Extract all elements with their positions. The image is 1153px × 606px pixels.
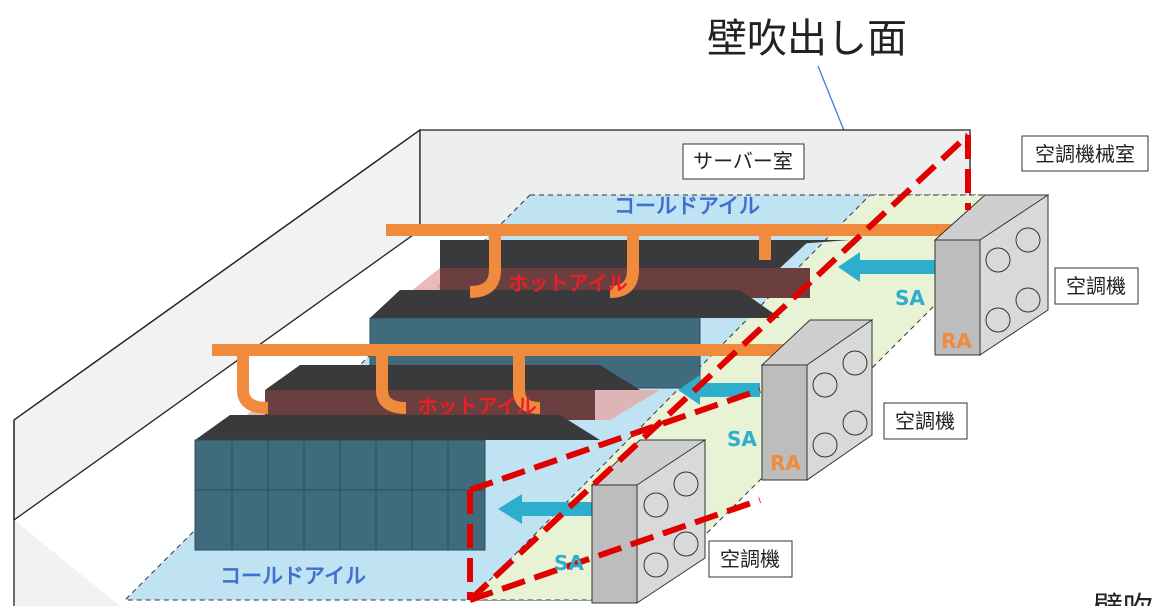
wall-outlet-plane [467,132,971,603]
server-room-label-box [682,143,805,180]
unit-3-supply-label: SA [554,551,584,575]
cold-aisle-label-bottom: コールドアイル [220,564,366,588]
clipped-heading: 壁吹 [1093,591,1153,606]
rack-row-1 [440,240,850,298]
ac-unit-1-label-box [1054,267,1139,305]
unit-1-return-label: RA [941,329,972,353]
supply-arrow-1 [838,252,935,282]
ac-unit-2 [760,319,874,481]
rack-row-4 [194,415,600,551]
cold-aisle-label-top: コールドアイル [614,194,760,218]
ac-unit-1-label: 空調機 [1066,274,1126,298]
server-room-side-wall-lower [14,420,120,606]
ac-unit-3-label-box [708,540,793,578]
ac-room-label-box [1021,135,1149,172]
unit-2-return-label: RA [770,451,801,475]
unit-2-supply-label: SA [727,427,757,451]
server-room-label: サーバー室 [693,149,793,173]
ac-room-label: 空調機械室 [1035,142,1135,166]
ac-unit-3 [590,439,707,604]
unit-1-supply-label: SA [895,286,925,310]
hot-aisle-label-2: ホットアイル [418,394,537,418]
ac-unit-2-label-box [883,402,968,440]
hot-aisle-label-1: ホットアイル [509,271,628,295]
ac-unit-1 [933,194,1050,356]
ac-unit-3-label: 空調機 [720,547,780,571]
ac-unit-2-label: 空調機 [895,409,955,433]
wall-top-edge [13,129,421,421]
wall-outlet-title: 壁吹出し面 [707,16,907,62]
